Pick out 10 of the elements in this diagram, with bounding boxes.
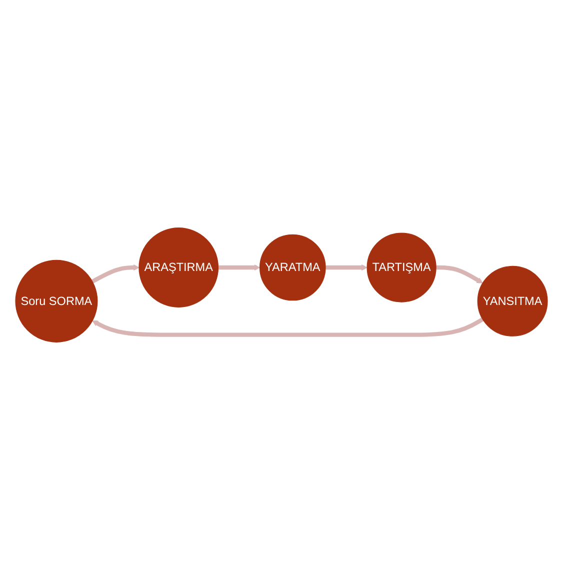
node-circle: Soru SORMA (15, 260, 98, 342)
node-circle: ARAŞTIRMA (138, 228, 219, 308)
arrow (325, 264, 368, 271)
node-circle: TARTIŞMA (366, 232, 436, 302)
arrow (92, 317, 484, 337)
arrow (436, 265, 483, 284)
arrow (91, 264, 140, 284)
node-circle: YANSITMA (477, 266, 548, 336)
node-circle: YARATMA (259, 234, 326, 301)
arrow (218, 264, 260, 271)
